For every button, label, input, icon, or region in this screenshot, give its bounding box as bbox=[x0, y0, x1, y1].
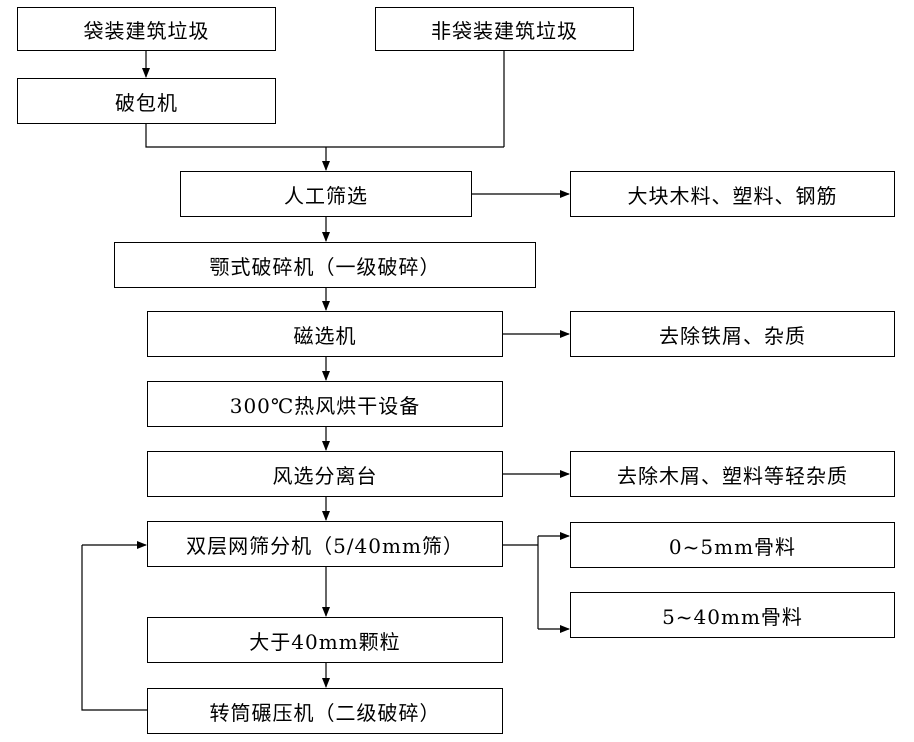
node-unbagged-waste: 非袋装建筑垃圾 bbox=[375, 7, 634, 51]
line-feedback-loop bbox=[81, 545, 147, 711]
node-magnetic-separator: 磁选机 bbox=[147, 311, 503, 357]
node-hot-air-dryer: 300℃热风烘干设备 bbox=[147, 381, 503, 427]
node-manual-sorting: 人工筛选 bbox=[180, 171, 472, 217]
node-air-separator-output: 去除木屑、塑料等轻杂质 bbox=[570, 451, 895, 497]
node-jaw-crusher: 颚式破碎机（一级破碎） bbox=[114, 242, 536, 288]
node-roller-crusher: 转筒碾压机（二级破碎） bbox=[147, 688, 503, 734]
node-double-screen: 双层网筛分机（5/40mm筛） bbox=[147, 521, 503, 567]
node-air-separator: 风选分离台 bbox=[147, 451, 503, 497]
node-oversize-particles: 大于40mm颗粒 bbox=[147, 617, 503, 663]
node-magnetic-output: 去除铁屑、杂质 bbox=[570, 311, 895, 357]
node-fine-aggregate: 0~5mm骨料 bbox=[570, 522, 895, 568]
line-breaker-merge bbox=[145, 124, 504, 148]
node-coarse-aggregate: 5~40mm骨料 bbox=[570, 592, 895, 638]
node-manual-sorting-output: 大块木料、塑料、钢筋 bbox=[570, 171, 895, 217]
node-bag-breaker: 破包机 bbox=[17, 78, 276, 124]
node-bagged-waste: 袋装建筑垃圾 bbox=[17, 7, 276, 51]
